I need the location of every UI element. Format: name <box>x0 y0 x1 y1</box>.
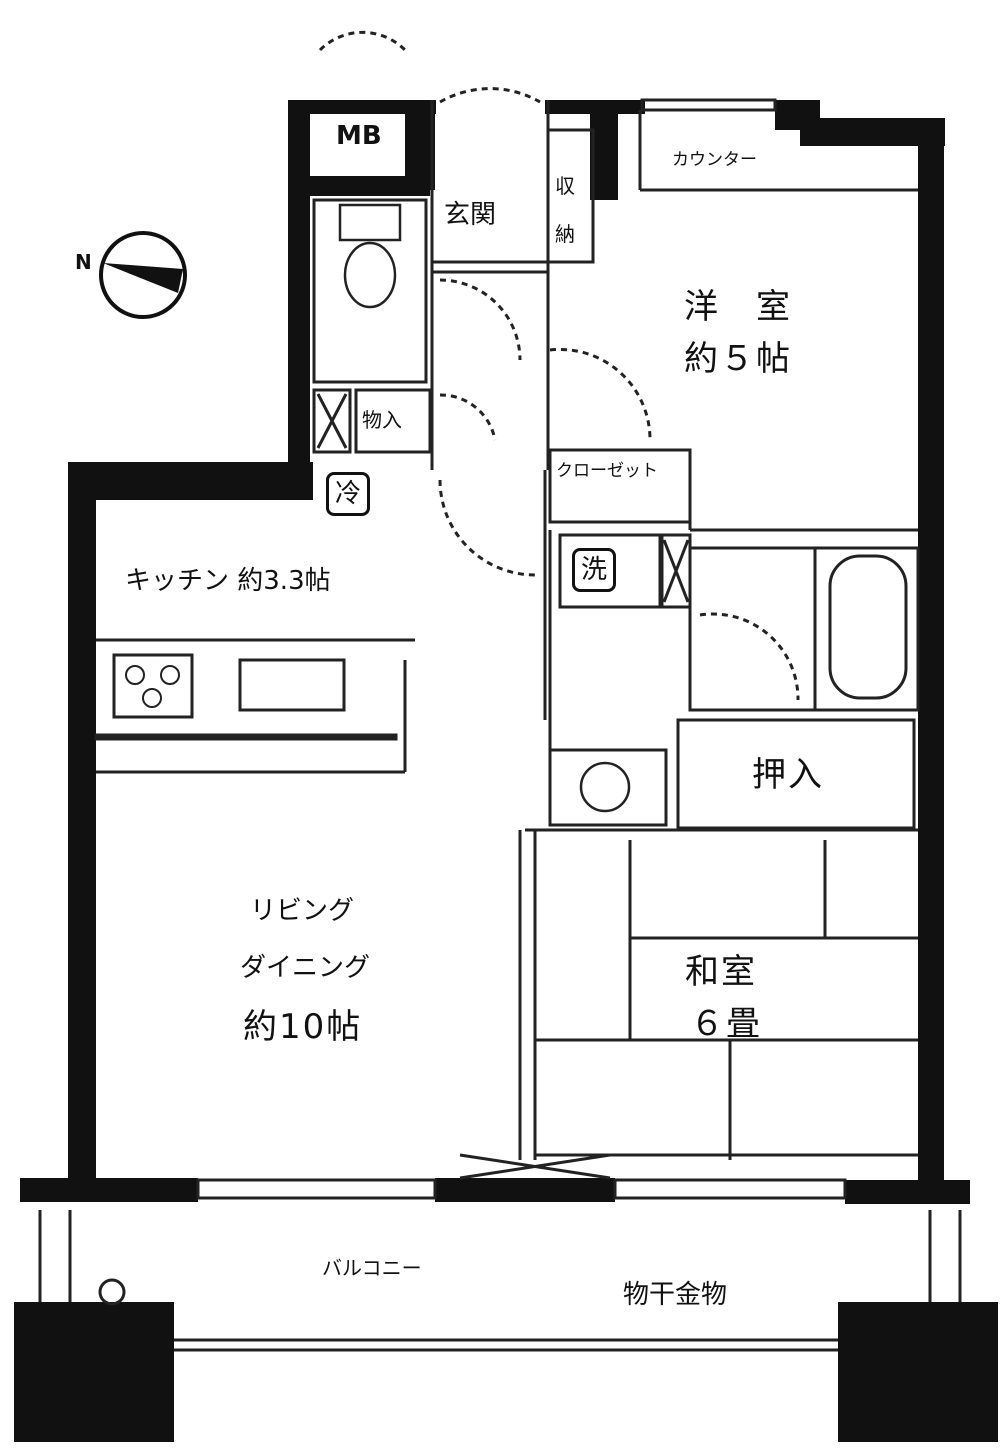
kitchen-label: キッチン 約3.3帖 <box>125 566 331 596</box>
living-label-1: リビング <box>250 896 355 926</box>
japanese-room-size: ６畳 <box>690 1004 762 1044</box>
washer-label: 洗 <box>572 548 617 592</box>
mb-label: MB <box>336 121 382 151</box>
counter-label: カウンター <box>672 150 757 170</box>
japanese-room-label: 和室 <box>685 952 757 992</box>
drying-hardware-label: 物干金物 <box>623 1280 728 1310</box>
entrance-label: 玄関 <box>444 200 497 230</box>
storage-label-1: 収 <box>555 174 575 198</box>
oshiire-label: 押入 <box>752 755 824 795</box>
storeroom-label: 物入 <box>362 408 402 432</box>
fridge-label: 冷 <box>326 472 371 516</box>
north-label: N <box>75 250 92 274</box>
living-label-2: ダイニング <box>240 953 371 983</box>
western-room-label: 洋 室 <box>684 287 792 327</box>
toilet-fixture-icon <box>338 203 631 813</box>
living-size: 約10帖 <box>243 1007 363 1047</box>
storage-label-2: 納 <box>555 222 575 246</box>
outer-walls <box>14 100 998 1442</box>
western-room-size: 約５帖 <box>684 339 792 379</box>
interior-lines <box>38 30 962 1352</box>
stove-icon <box>125 665 180 708</box>
balcony-label: バルコニー <box>322 1256 422 1280</box>
closet-label: クローゼット <box>556 461 658 481</box>
north-arrow-icon <box>99 231 187 319</box>
